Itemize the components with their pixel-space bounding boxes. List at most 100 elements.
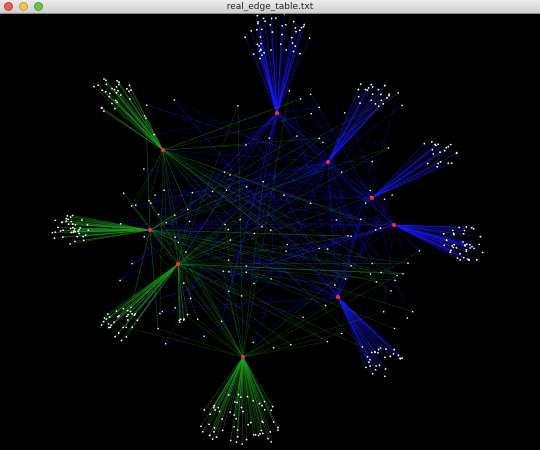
leaf-node[interactable] — [284, 23, 287, 26]
leaf-node[interactable] — [283, 194, 285, 196]
leaf-node[interactable] — [217, 406, 220, 409]
leaf-node[interactable] — [60, 221, 63, 224]
leaf-node[interactable] — [227, 228, 230, 231]
leaf-node[interactable] — [236, 435, 239, 438]
leaf-node[interactable] — [426, 162, 429, 165]
leaf-node[interactable] — [65, 217, 68, 220]
leaf-node[interactable] — [105, 83, 108, 86]
leaf-node[interactable] — [385, 348, 387, 350]
leaf-node[interactable] — [439, 161, 442, 163]
leaf-node[interactable] — [71, 223, 74, 226]
leaf-node[interactable] — [196, 318, 199, 320]
leaf-node[interactable] — [371, 86, 374, 88]
leaf-node[interactable] — [260, 48, 262, 51]
leaf-node[interactable] — [458, 226, 461, 229]
leaf-node[interactable] — [67, 218, 69, 221]
leaf-node[interactable] — [357, 95, 360, 98]
leaf-node[interactable] — [201, 430, 204, 433]
leaf-node[interactable] — [122, 326, 125, 329]
leaf-node[interactable] — [383, 198, 386, 200]
leaf-node[interactable] — [309, 93, 312, 96]
leaf-node[interactable] — [189, 297, 192, 300]
leaf-node[interactable] — [466, 258, 469, 261]
leaf-node[interactable] — [390, 290, 392, 292]
leaf-node[interactable] — [242, 410, 244, 413]
leaf-node[interactable] — [375, 281, 378, 283]
leaf-node[interactable] — [270, 278, 272, 280]
close-button-icon[interactable] — [4, 2, 13, 11]
leaf-node[interactable] — [259, 57, 261, 60]
leaf-node[interactable] — [102, 110, 105, 113]
leaf-node[interactable] — [200, 425, 202, 428]
leaf-node[interactable] — [270, 229, 272, 231]
leaf-node[interactable] — [263, 400, 266, 403]
leaf-node[interactable] — [386, 96, 388, 99]
leaf-node[interactable] — [237, 104, 239, 107]
leaf-node[interactable] — [439, 151, 441, 154]
leaf-node[interactable] — [245, 185, 248, 188]
leaf-node[interactable] — [452, 246, 455, 249]
leaf-node[interactable] — [258, 45, 261, 47]
leaf-node[interactable] — [450, 249, 452, 252]
leaf-node[interactable] — [288, 90, 291, 92]
leaf-node[interactable] — [401, 104, 403, 107]
leaf-node[interactable] — [300, 26, 303, 29]
leaf-node[interactable] — [129, 98, 131, 100]
leaf-node[interactable] — [103, 317, 106, 319]
leaf-node[interactable] — [449, 251, 452, 254]
leaf-node[interactable] — [215, 436, 218, 439]
leaf-node[interactable] — [462, 232, 465, 235]
leaf-node[interactable] — [120, 339, 123, 342]
leaf-node[interactable] — [447, 145, 450, 148]
leaf-node[interactable] — [233, 401, 236, 403]
leaf-node[interactable] — [436, 165, 439, 168]
leaf-node[interactable] — [257, 20, 259, 23]
leaf-node[interactable] — [179, 318, 182, 321]
leaf-node[interactable] — [443, 244, 446, 247]
leaf-node[interactable] — [185, 251, 187, 253]
leaf-node[interactable] — [268, 137, 271, 139]
leaf-node[interactable] — [221, 429, 224, 432]
leaf-node[interactable] — [465, 226, 468, 228]
leaf-node[interactable] — [344, 278, 347, 280]
leaf-node[interactable] — [431, 148, 434, 151]
leaf-node[interactable] — [221, 418, 223, 420]
leaf-node[interactable] — [78, 232, 80, 235]
leaf-node[interactable] — [159, 312, 161, 315]
leaf-node[interactable] — [367, 87, 370, 89]
leaf-node[interactable] — [229, 174, 231, 176]
leaf-node[interactable] — [264, 20, 266, 23]
leaf-node[interactable] — [174, 307, 177, 309]
leaf-node[interactable] — [173, 99, 176, 101]
leaf-node[interactable] — [74, 240, 76, 243]
leaf-node[interactable] — [375, 365, 378, 367]
leaf-node[interactable] — [246, 395, 249, 398]
leaf-node[interactable] — [157, 213, 160, 216]
leaf-node[interactable] — [131, 326, 134, 328]
leaf-node[interactable] — [69, 242, 72, 245]
leaf-node[interactable] — [309, 202, 312, 205]
leaf-node[interactable] — [163, 189, 166, 192]
leaf-node[interactable] — [260, 429, 263, 432]
leaf-node[interactable] — [359, 102, 361, 104]
leaf-node[interactable] — [118, 83, 120, 86]
leaf-node[interactable] — [252, 53, 255, 56]
leaf-node[interactable] — [69, 216, 72, 218]
leaf-node[interactable] — [393, 327, 396, 330]
leaf-node[interactable] — [228, 290, 230, 293]
leaf-node[interactable] — [249, 421, 252, 424]
leaf-node[interactable] — [465, 248, 468, 251]
leaf-node[interactable] — [369, 358, 371, 361]
leaf-node[interactable] — [256, 14, 259, 17]
leaf-node[interactable] — [475, 258, 478, 261]
leaf-node[interactable] — [188, 220, 191, 223]
leaf-node[interactable] — [368, 361, 370, 364]
leaf-node[interactable] — [350, 264, 352, 267]
leaf-node[interactable] — [117, 332, 120, 334]
leaf-node[interactable] — [370, 99, 373, 102]
leaf-node[interactable] — [236, 429, 239, 431]
leaf-node[interactable] — [108, 95, 111, 98]
leaf-node[interactable] — [245, 271, 248, 274]
leaf-node[interactable] — [326, 248, 329, 250]
leaf-node[interactable] — [318, 137, 321, 140]
